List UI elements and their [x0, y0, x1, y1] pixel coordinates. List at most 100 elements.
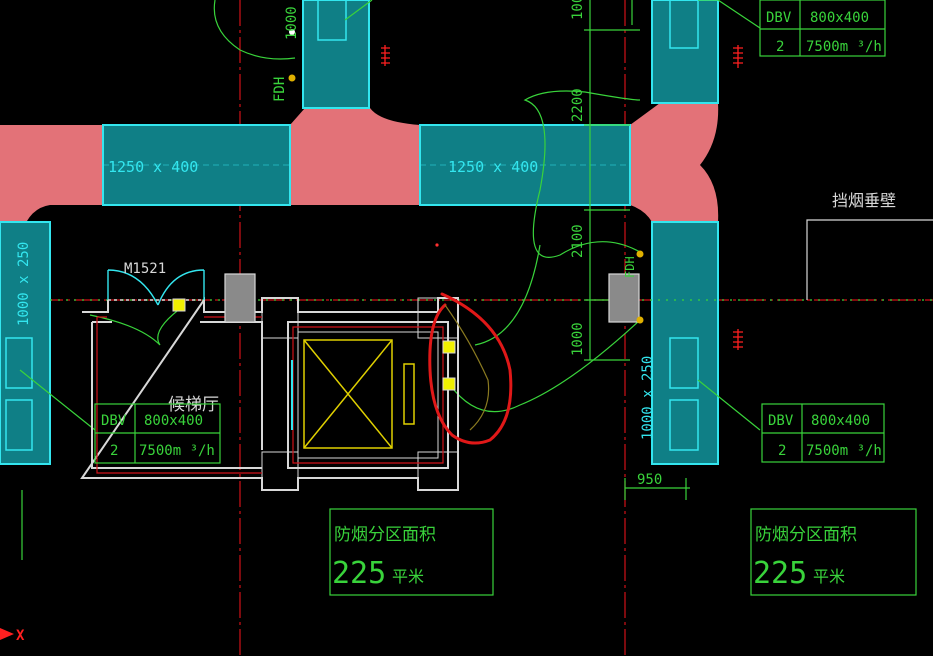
table-cell: DBV	[101, 413, 127, 429]
dbv-table-right: DBV 800x400 2 7500m ³/h	[761, 403, 885, 463]
main-duct-left-label: 1250 x 400	[108, 158, 198, 176]
marker-red-dot	[435, 243, 439, 247]
leader-door	[89, 304, 186, 346]
door-leaf-left	[107, 269, 159, 306]
axis-x-label: X	[16, 628, 25, 644]
table-cell: 7500m ³/h	[806, 443, 882, 459]
area-title: 防烟分区面积	[334, 525, 436, 545]
fire-damper-marks	[381, 45, 743, 350]
elevator-cross	[303, 339, 393, 449]
duct-system	[0, 0, 719, 465]
fire-mark	[381, 45, 390, 66]
fire-mark	[733, 45, 743, 68]
area-value: 225	[332, 556, 386, 591]
dbv-table-lobby: DBV 800x400 2 7500m ³/h	[94, 403, 221, 464]
marker-yellow	[288, 74, 296, 82]
marker-yellow	[636, 250, 644, 258]
leader-right-table	[697, 379, 761, 431]
column	[417, 297, 459, 339]
dim-2100: 2100	[570, 224, 586, 258]
elevator-shaft-inner	[297, 331, 439, 459]
leader-top-right-table	[698, 0, 761, 29]
counterweight	[403, 363, 415, 425]
smoke-shaft-right[interactable]	[608, 273, 640, 323]
diffuser-right-1	[669, 337, 699, 389]
fire-mark	[733, 329, 743, 350]
table-cell: 2	[776, 39, 784, 55]
highlight-annotation	[428, 292, 513, 445]
table-cell: 2	[778, 443, 786, 459]
leader-lines	[19, 0, 933, 560]
diffuser-left-2	[5, 399, 33, 451]
table-frame	[759, 0, 886, 57]
axis-x-arrow-icon	[0, 628, 14, 640]
elevator-car	[303, 339, 415, 449]
duct-elbow-left	[0, 125, 103, 232]
dim-1000: 1000	[570, 322, 586, 356]
fdh-right-label: FDH	[623, 256, 637, 278]
branch-duct-left[interactable]	[0, 221, 51, 465]
area-box-frame	[750, 508, 917, 596]
column	[417, 451, 459, 491]
ucs-icon: X	[0, 628, 25, 644]
marker-yellow	[636, 316, 644, 324]
duct-elbow-right	[630, 103, 719, 222]
column	[261, 297, 299, 339]
diffuser-right-2	[669, 399, 699, 451]
branch-duct-left-label: 1000 x 250	[16, 242, 32, 326]
leader-center-loop	[523, 90, 641, 258]
branch-duct-top-right[interactable]	[651, 0, 719, 104]
door-label: M1521	[124, 261, 166, 277]
branch-duct-right-label: 1000 x 250	[640, 356, 656, 440]
table-cell: 7500m ³/h	[139, 443, 215, 459]
duct-elbow-center	[290, 108, 420, 205]
leader-damper-upper	[474, 244, 541, 346]
smoke-shaft-left[interactable]	[224, 273, 256, 323]
leader-top-center	[344, 0, 373, 21]
wall-hatch-line	[292, 326, 444, 464]
table-cell: 2	[110, 443, 118, 459]
lobby-label: 候梯厅	[168, 395, 219, 415]
branch-duct-top-center[interactable]	[302, 0, 370, 109]
smoke-wall	[806, 219, 933, 300]
table-cell: DBV	[766, 10, 792, 26]
leader-top-left	[213, 0, 296, 60]
column	[261, 451, 299, 491]
table-cell: 7500m ³/h	[806, 39, 882, 55]
area-box-left: 防烟分区面积 225 平米	[329, 508, 494, 596]
area-unit: 平米	[813, 567, 845, 586]
damper-upper[interactable]	[442, 340, 456, 354]
lobby-walls	[80, 296, 459, 491]
dim-2200: 2200	[570, 88, 586, 122]
diffuser-top-right	[669, 0, 699, 49]
damper-lower[interactable]	[442, 377, 456, 391]
smoke-wall-outline	[806, 219, 933, 300]
table-cell: 800x400	[810, 10, 869, 26]
area-value: 225	[753, 556, 807, 591]
elevator-shaft	[287, 321, 449, 469]
dbv-table-top-right: DBV 800x400 2 7500m ³/h	[759, 0, 886, 57]
door-leaf-right	[157, 269, 205, 306]
main-duct-right-label: 1250 x 400	[448, 158, 538, 176]
branch-duct-right[interactable]	[651, 221, 719, 465]
dim-950: 950	[637, 472, 662, 488]
area-box-right: 防烟分区面积 225 平米	[750, 508, 917, 596]
damper-door[interactable]	[172, 298, 186, 312]
area-box-frame	[329, 508, 494, 596]
leader-damper-lower	[449, 319, 641, 413]
door-m1521[interactable]	[107, 269, 205, 306]
area-unit: 平米	[392, 567, 424, 586]
fdh-top-label: FDH	[272, 77, 288, 102]
table-cell: 800x400	[144, 413, 203, 429]
dim-top-right: 1000	[570, 0, 586, 20]
leader-lobby-table	[19, 369, 96, 431]
dim-top-left: 1000	[284, 6, 300, 40]
smoke-wall-label: 挡烟垂壁	[832, 191, 896, 210]
elevator-cabin	[303, 339, 393, 449]
marker-white	[289, 29, 295, 35]
table-cell: DBV	[768, 413, 794, 429]
duct-labels: 1250 x 400 1250 x 400 1000 x 250 1000 x …	[16, 158, 656, 440]
highlight-shadow	[444, 304, 490, 431]
